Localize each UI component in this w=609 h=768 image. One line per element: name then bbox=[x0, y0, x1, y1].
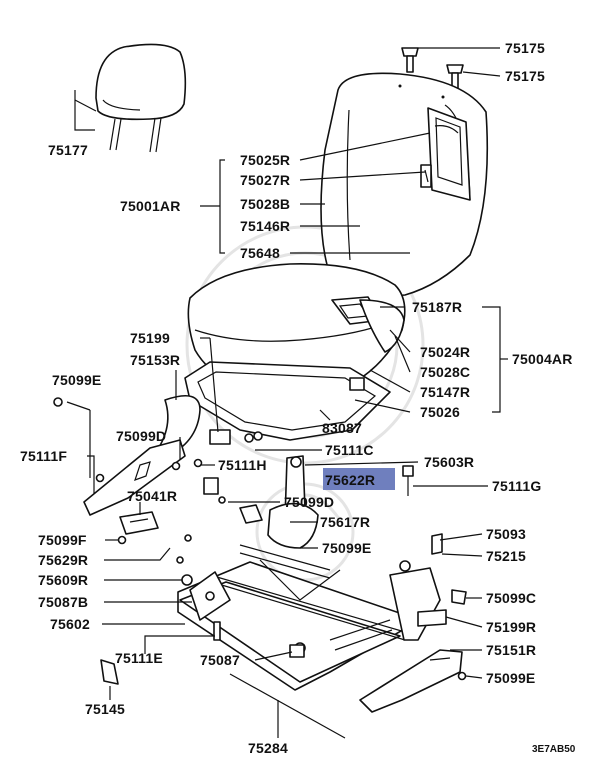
label-75177[interactable]: 75177 bbox=[48, 142, 88, 158]
label-83087[interactable]: 83087 bbox=[322, 420, 362, 436]
label-75145[interactable]: 75145 bbox=[85, 701, 125, 717]
label-75111F[interactable]: 75111F bbox=[20, 448, 67, 464]
label-75099D-b[interactable]: 75099D bbox=[284, 494, 334, 510]
headrest-guide-part bbox=[401, 47, 464, 90]
label-75087[interactable]: 75087 bbox=[200, 652, 240, 668]
bracket-75199R-part bbox=[417, 609, 447, 627]
label-75609R[interactable]: 75609R bbox=[38, 572, 88, 588]
label-75284[interactable]: 75284 bbox=[248, 740, 288, 756]
seat-back-part bbox=[320, 72, 489, 297]
label-75111E[interactable]: 75111E bbox=[115, 650, 163, 666]
label-75187R[interactable]: 75187R bbox=[412, 299, 462, 315]
label-75028C[interactable]: 75028C bbox=[420, 364, 470, 380]
label-75175b[interactable]: 75175 bbox=[505, 68, 545, 84]
leader-lines bbox=[66, 47, 508, 739]
label-75004AR[interactable]: 75004AR bbox=[512, 351, 573, 367]
lever-part bbox=[119, 511, 159, 535]
label-75099D-a[interactable]: 75099D bbox=[116, 428, 166, 444]
label-75146R[interactable]: 75146R bbox=[240, 218, 290, 234]
label-75199a[interactable]: 75199 bbox=[130, 330, 170, 346]
label-75111H[interactable]: 75111H bbox=[218, 457, 267, 473]
label-75099C[interactable]: 75099C bbox=[486, 590, 536, 606]
label-75041R[interactable]: 75041R bbox=[127, 488, 177, 504]
label-75622R[interactable]: 75622R bbox=[325, 472, 375, 488]
label-75629R[interactable]: 75629R bbox=[38, 552, 88, 568]
diagram-code: 3E7AB50 bbox=[532, 744, 576, 755]
label-75099E-c[interactable]: 75099E bbox=[486, 670, 535, 686]
label-75147R[interactable]: 75147R bbox=[420, 384, 470, 400]
label-75028B[interactable]: 75028B bbox=[240, 196, 290, 212]
label-75087B[interactable]: 75087B bbox=[38, 594, 88, 610]
label-75175a[interactable]: 75175 bbox=[505, 40, 545, 56]
label-75603R[interactable]: 75603R bbox=[424, 454, 474, 470]
recliner-part bbox=[203, 455, 319, 549]
label-75199R[interactable]: 75199R bbox=[486, 619, 536, 635]
label-75099F[interactable]: 75099F bbox=[38, 532, 87, 548]
label-75001AR[interactable]: 75001AR bbox=[120, 198, 181, 214]
part-labels: 75175 75175 75177 75025R 75027R 75001AR … bbox=[20, 40, 576, 756]
bracket-75199-part bbox=[209, 429, 231, 445]
headrest-part bbox=[95, 43, 187, 153]
label-75648[interactable]: 75648 bbox=[240, 245, 280, 261]
label-75151R[interactable]: 75151R bbox=[486, 642, 536, 658]
label-75027R[interactable]: 75027R bbox=[240, 172, 290, 188]
label-75215[interactable]: 75215 bbox=[486, 548, 526, 564]
label-75617R[interactable]: 75617R bbox=[320, 514, 370, 530]
highlight-box bbox=[323, 468, 395, 490]
label-75153R[interactable]: 75153R bbox=[130, 352, 180, 368]
label-75111C[interactable]: 75111C bbox=[325, 442, 374, 458]
label-75099E-b[interactable]: 75099E bbox=[322, 540, 371, 556]
label-75025R[interactable]: 75025R bbox=[240, 152, 290, 168]
label-75024R[interactable]: 75024R bbox=[420, 344, 470, 360]
label-75602[interactable]: 75602 bbox=[50, 616, 90, 632]
label-75099E-a[interactable]: 75099E bbox=[52, 372, 101, 388]
outer-cover-part bbox=[359, 649, 463, 713]
label-75026[interactable]: 75026 bbox=[420, 404, 460, 420]
fastener-parts bbox=[53, 397, 467, 685]
label-75111G[interactable]: 75111G bbox=[492, 478, 541, 494]
label-75093[interactable]: 75093 bbox=[486, 526, 526, 542]
seat-frame-part bbox=[184, 361, 391, 441]
